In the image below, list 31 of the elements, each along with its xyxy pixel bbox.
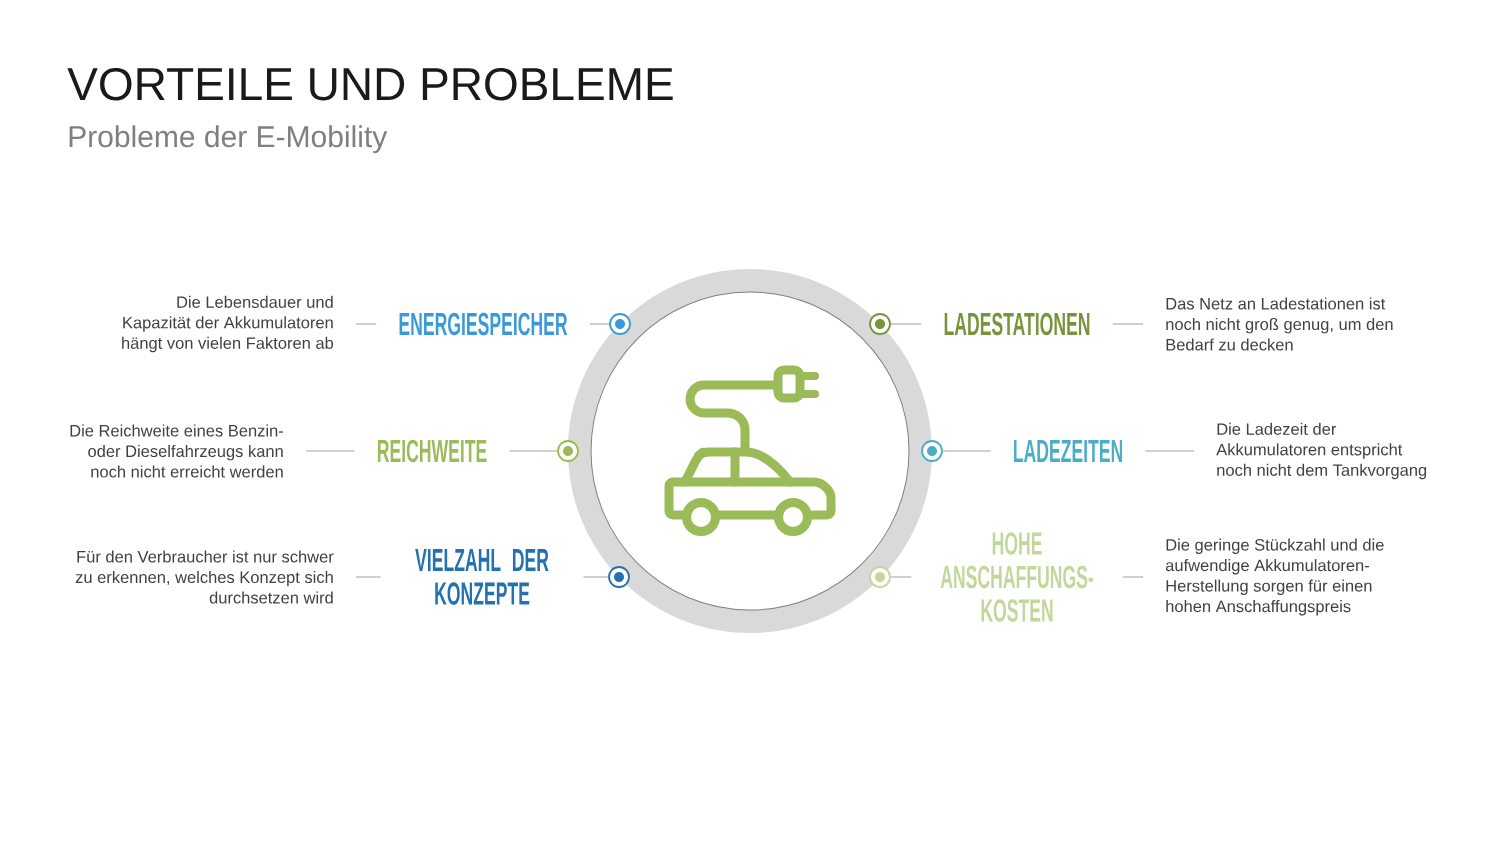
description-text: Die Reichweite eines Benzin- oder Dieselfahrzeugs kann noch nicht erreicht werden	[70, 424, 283, 478]
category-heading: HOHE ANSCHAFFUNGS- KOSTEN	[940, 532, 1094, 622]
connector-line	[582, 576, 609, 578]
connector-line	[1144, 450, 1195, 452]
connector-line	[305, 450, 356, 452]
description-text: Das Netz an Ladestationen ist noch nicht groß genug, um den Bedarf zu decken	[1166, 297, 1393, 351]
connector-line	[1122, 576, 1144, 578]
connector-line	[508, 450, 558, 452]
title: VORTEILE UND PROBLEME	[67, 67, 673, 101]
connector-line	[890, 576, 912, 578]
connector-line	[589, 323, 610, 325]
connector-line	[355, 576, 382, 578]
marker-dot	[557, 440, 579, 462]
marker-dot	[608, 566, 630, 588]
subtitle: Probleme der E-Mobility	[69, 125, 388, 154]
category-heading: REICHWEITE	[377, 439, 487, 463]
description-text: Die Lebensdauer und Kapazität der Akkumulatoren hängt von vielen Faktoren ab	[122, 295, 334, 353]
marker-dot	[609, 313, 631, 335]
description-text: Die geringe Stückzahl und die aufwendige Akkumulatoren- Herstellung sorgen für einen hohen Anschaffungspreis	[1165, 538, 1384, 616]
marker-dot	[869, 313, 891, 335]
description-text: Die Ladezeit der Akkumulatoren entspricht noch nicht dem Tankvorgang	[1216, 422, 1427, 480]
connector-line	[890, 323, 922, 325]
category-heading: ENERGIESPEICHER	[399, 312, 568, 336]
description-text: Für den Verbraucher ist nur schwer zu erkennen, welches Konzept sich durchsetzen wird	[75, 550, 334, 604]
connector-line	[355, 323, 377, 325]
category-heading: LADESTATIONEN	[944, 312, 1090, 336]
connector-line	[1112, 323, 1144, 325]
marker-dot	[921, 440, 943, 462]
connector-line	[942, 450, 992, 452]
category-heading: LADEZEITEN	[1013, 440, 1123, 462]
category-heading: VIELZAHL DER KONZEPTE	[415, 549, 549, 605]
